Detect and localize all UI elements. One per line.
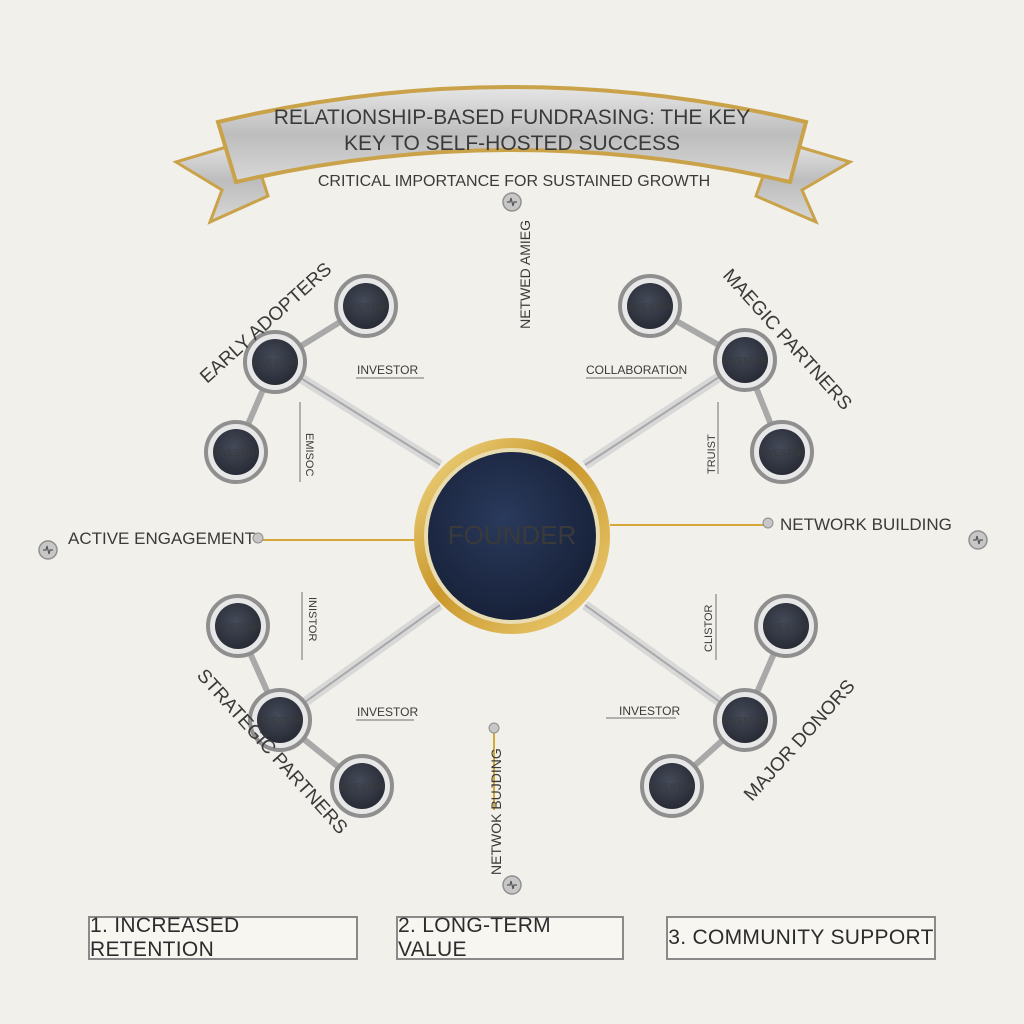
- investor-node[interactable]: INVESTOR: [334, 274, 398, 338]
- signal-icon: [968, 530, 988, 550]
- spoke-left-label: ACTIVE ENGAGEMENT: [68, 529, 255, 548]
- link-label: INVESTOR: [357, 705, 418, 719]
- link-label: TRUIST: [706, 434, 718, 474]
- investor-node[interactable]: INVESTOR: [248, 688, 312, 752]
- investor-node-label: INVESTOR: [759, 448, 805, 458]
- small-dot-icon: [762, 517, 774, 529]
- signal-icon: [38, 540, 58, 560]
- investor-node-label: INVESTOR: [213, 448, 259, 458]
- investor-node-label: INVESTOR: [649, 782, 695, 792]
- investor-node-label: INVESTOR: [722, 716, 768, 726]
- footer-item-retention: 1. INCREASED RETENTION: [88, 914, 358, 961]
- connector-bottom-right-edge: [584, 604, 746, 721]
- link-label: INISTOR: [306, 597, 318, 641]
- connector-top-left-edge: [274, 361, 441, 466]
- group-major-donors: INVESTOR INVESTOR INVESTOR MAJOR DONORS …: [619, 594, 860, 818]
- footer-item-community: 3. COMMUNITY SUPPORT: [666, 916, 936, 960]
- investor-node-label: INVESTOR: [763, 622, 809, 632]
- banner-title-line2: KEY TO SELF-HOSTED SUCCESS: [344, 132, 680, 155]
- link-label: EMISOC: [303, 433, 315, 476]
- link-label: INVESTOR: [619, 704, 680, 718]
- investor-node[interactable]: INVESTOR: [618, 274, 682, 338]
- investor-node-label: INVESTOR: [722, 356, 768, 366]
- signal-icon: [502, 192, 522, 212]
- spoke-end-icons: [38, 192, 988, 895]
- link-label-ticks: [299, 377, 719, 721]
- banner-subtitle: CRITICAL IMPORTANCE FOR SUSTAINED GROWTH: [318, 173, 710, 190]
- group-maegic-partners: INVESTOR INVESTOR INVESTOR MAEGIC PARTNE…: [586, 265, 856, 484]
- investor-node[interactable]: INVESTOR: [206, 594, 270, 658]
- investor-node-label: INVESTOR: [339, 782, 385, 792]
- investor-node[interactable]: INVESTOR: [640, 754, 704, 818]
- investor-node[interactable]: INVESTOR: [713, 328, 777, 392]
- spoke-top-label: NETWED AMIEG: [517, 220, 533, 329]
- investor-node[interactable]: INVESTOR: [754, 594, 818, 658]
- hub-core: [428, 452, 596, 620]
- investor-node-label: INVESTOR: [257, 716, 303, 726]
- investor-node[interactable]: INVESTOR: [330, 754, 394, 818]
- hub-connectors: [272, 355, 748, 725]
- banner-ribbon: [215, 85, 809, 185]
- investor-node[interactable]: INVESTOR: [204, 420, 268, 484]
- banner-title-line1: RELATIONSHIP-BASED FUNDRASING: THE KEY: [274, 106, 750, 129]
- hub-label: FOUNDER: [448, 520, 577, 550]
- investor-node[interactable]: INVESTOR: [713, 688, 777, 752]
- investor-node[interactable]: INVESTOR: [750, 420, 814, 484]
- founder-hub[interactable]: FOUNDER: [414, 438, 610, 634]
- small-dot-icon: [488, 722, 500, 734]
- investor-node-label: INVESTOR: [343, 302, 389, 312]
- group-strategic-partners: INVESTOR INVESTOR INVESTOR STRATEGIC PAR…: [192, 594, 418, 839]
- footer-item-value: 2. LONG-TERM VALUE: [396, 914, 624, 961]
- spoke-right-label: NETWORK BUILDING: [780, 515, 952, 534]
- title-banner: RELATIONSHIP-BASED FUNDRASING: THE KEY K…: [172, 85, 854, 225]
- small-dot-icon: [252, 532, 264, 544]
- gold-spokes: [48, 205, 978, 880]
- investor-node-label: INVESTOR: [627, 302, 673, 312]
- spoke-bottom-label: NETWOK BUJDING: [488, 748, 504, 875]
- link-label: CLISTOR: [703, 604, 715, 652]
- group-early-adopters: INVESTOR INVESTOR INVESTOR EARLY ADOPTER…: [196, 259, 418, 484]
- connector-bottom-left-edge: [279, 604, 441, 721]
- link-label: COLLABORATION: [586, 363, 687, 377]
- investor-node-label: INVESTOR: [252, 358, 298, 368]
- signal-icon: [502, 875, 522, 895]
- investor-node[interactable]: INVESTOR: [243, 330, 307, 394]
- investor-node-label: INVESTOR: [215, 622, 261, 632]
- link-label: INVESTOR: [357, 363, 418, 377]
